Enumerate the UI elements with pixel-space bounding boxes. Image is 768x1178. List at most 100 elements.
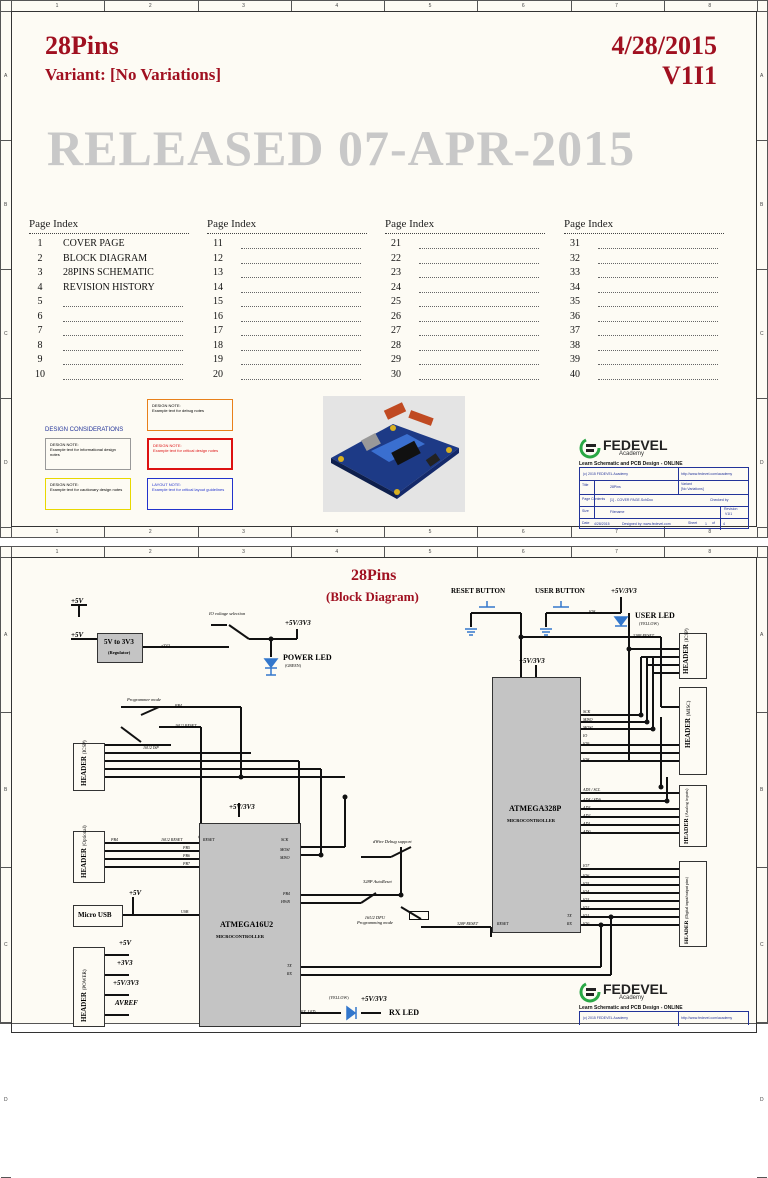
net-pb4: PB4 — [111, 837, 118, 842]
index-blank-line — [598, 262, 718, 265]
index-page-number: 32 — [570, 252, 580, 264]
index-blank-line — [598, 277, 718, 279]
ruler-tick — [1, 269, 11, 270]
ruler-label: B — [760, 786, 764, 793]
pin-miso: MISO — [280, 855, 290, 860]
header-label-text: HEADER — [80, 756, 88, 786]
ruler-label: 2 — [148, 529, 152, 535]
layout-note: LAYOUT NOTE: Example text for critical l… — [147, 478, 233, 510]
ruler-tick — [663, 527, 665, 537]
index-row: 36 — [564, 311, 724, 325]
ruler-label: 6 — [521, 529, 525, 535]
header-misc: HEADER (MISC) — [679, 687, 707, 775]
pin-ad2: AD2 — [583, 813, 591, 818]
ruler-tick — [197, 527, 199, 537]
ruler-tick — [1, 527, 11, 528]
header-label-text: HEADER — [80, 848, 88, 878]
index-row: 25 — [385, 296, 545, 310]
index-blank-line — [241, 349, 361, 352]
index-blank-line — [598, 378, 718, 381]
tb-of: of — [712, 521, 715, 525]
title-block: (c) 2015 FEDEVEL Academy http://www.fede… — [579, 1011, 749, 1026]
logo-sub: Academy — [619, 451, 645, 457]
index-page-number: 21 — [391, 238, 401, 249]
index-page-number: 27 — [391, 325, 401, 336]
ruler-tick — [663, 1, 665, 11]
header-optional: HEADER (Optional) — [73, 825, 105, 883]
pin-pb4: PB4 — [283, 891, 290, 896]
index-blank-line — [63, 364, 183, 366]
index-blank-line — [598, 349, 718, 352]
autoreset-label: 328P AutoReset — [363, 879, 392, 884]
net-pb5: PB5 — [183, 845, 190, 850]
ruler-label: A — [4, 631, 8, 638]
header-icsp-right-label: HEADER (ICSP) — [682, 628, 690, 674]
pin-rx: RX — [567, 921, 572, 926]
critical-note: DESIGN NOTE: Example text for critical d… — [147, 438, 233, 470]
index-row: 39 — [564, 354, 724, 368]
net-5v: +5V — [119, 939, 132, 947]
dfu-label: 16U2 DFU Programming mode — [357, 915, 393, 925]
ruler-tick — [384, 547, 385, 557]
index-row: 8 — [29, 340, 189, 354]
ruler-label: A — [4, 72, 8, 79]
net-rx-led: RX_LED — [301, 1009, 316, 1014]
critical-note-text: DESIGN NOTE: Example text for critical d… — [153, 443, 219, 453]
index-blank-line — [598, 320, 718, 323]
index-blank-line — [63, 320, 183, 323]
ruler-tick — [104, 547, 106, 557]
index-row: 11 — [207, 238, 367, 252]
regulator-label: 5V to 3V3 — [104, 638, 134, 646]
header-misc-label: HEADER (MISC) — [684, 701, 692, 748]
ruler-tick — [384, 1, 385, 11]
pin-ad0: AD0 — [583, 829, 591, 834]
index-row: 12 — [207, 253, 367, 267]
index-blank-line — [63, 335, 183, 337]
header-icsp-right: HEADER (ICSP) — [679, 628, 707, 679]
logo-name: FEDEVEL — [603, 981, 668, 997]
index-page-number: 11 — [213, 238, 223, 249]
ruler-label: 3 — [242, 549, 245, 555]
header-sub-text: (POWER) — [83, 969, 88, 991]
ruler-tick — [757, 398, 767, 399]
ruler-tick — [384, 527, 385, 537]
pin-ad5: AD5 / SCL — [583, 787, 601, 792]
pin-hwb: HWB — [281, 899, 290, 904]
index-blank-line — [63, 306, 183, 308]
block-diagram-subtitle: (Block Diagram) — [326, 589, 419, 604]
atmega328p-box: ATMEGA328P MICROCONTROLLER — [492, 677, 581, 933]
index-page-number: 6 — [37, 310, 43, 322]
net-io8: IO8 — [589, 609, 596, 614]
pin-ad3: AD3 — [583, 805, 591, 810]
ruler-tick — [11, 527, 12, 537]
index-blank-line — [241, 320, 361, 323]
index-row: 28 — [385, 340, 545, 354]
ruler-tick — [757, 1, 758, 11]
index-row: 35 — [564, 296, 724, 310]
index-row: 23 — [385, 267, 545, 281]
index-row: 18 — [207, 340, 367, 354]
debug-note-text: DESIGN NOTE: Example text for debug note… — [152, 403, 205, 413]
tb-url: http://www.fedevel.com/academy — [681, 472, 733, 476]
index-page-number: 18 — [213, 339, 223, 351]
index-blank-line — [419, 277, 539, 279]
net-usb: USB — [181, 909, 189, 914]
io-voltage-label: IO voltage selection — [209, 611, 246, 616]
logo-sub: Academy — [619, 995, 645, 1001]
ruler-tick — [477, 527, 479, 537]
index-page-number: 8 — [37, 339, 43, 351]
index-blank-line — [241, 262, 361, 265]
index-page-number: 17 — [213, 325, 223, 336]
index-blank-line — [63, 378, 183, 381]
index-page-number: 25 — [391, 296, 401, 307]
index-row: 13 — [207, 267, 367, 281]
ruler-tick — [757, 527, 767, 528]
index-row: 32 — [564, 253, 724, 267]
ruler-label: 4 — [335, 529, 339, 535]
net-5v3v3: +5V/3V3 — [519, 657, 545, 665]
index-page-number: 30 — [391, 368, 401, 380]
atmega16u2-sub: MICROCONTROLLER — [216, 934, 265, 939]
pin-ad4: AD4 / SDA — [583, 797, 601, 802]
